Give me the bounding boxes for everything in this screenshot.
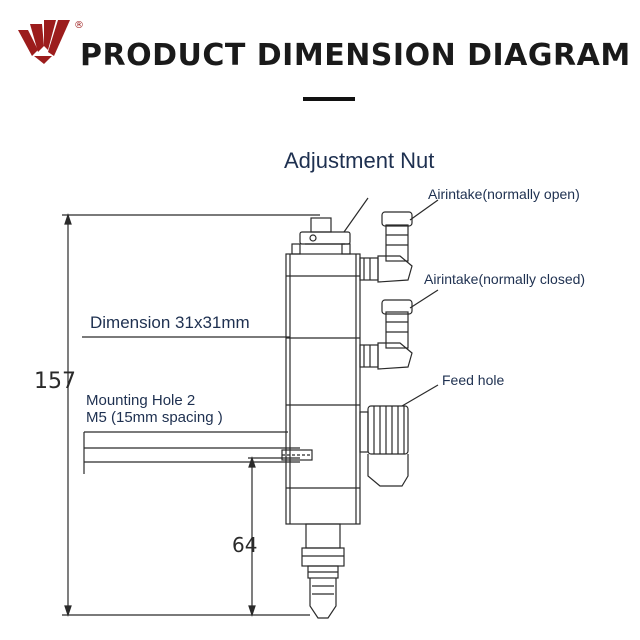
dimension-157-line — [62, 213, 320, 617]
label-airintake-closed: Airintake(normally closed) — [424, 271, 586, 287]
label-airintake-open: Airintake(normally open) — [428, 186, 580, 202]
label-dimension: Dimension 31x31mm — [90, 313, 250, 332]
air-fitting-closed — [359, 289, 439, 370]
nozzle — [301, 523, 345, 619]
logo-mark — [18, 20, 70, 64]
label-mounting-hole: Mounting Hole 2 — [86, 392, 196, 409]
mounting-hole-leaders — [83, 431, 313, 474]
air-fitting-open — [359, 199, 439, 283]
dimension-157-value: 157 — [34, 369, 76, 394]
label-adjustment-nut: Adjustment Nut — [284, 148, 435, 173]
feed-inlet — [359, 384, 439, 487]
page-title: PRODUCT DIMENSION DIAGRAM — [80, 38, 631, 73]
title-underline — [303, 97, 355, 101]
adjustment-nut — [299, 197, 369, 245]
dimension-64-value: 64 — [232, 533, 257, 557]
brand-logo: ® — [18, 20, 84, 64]
registered-mark: ® — [74, 20, 84, 31]
label-mounting-hole-spec: M5 (15mm spacing ) — [86, 409, 223, 426]
label-feed-hole: Feed hole — [442, 372, 505, 388]
valve-body — [285, 243, 361, 525]
